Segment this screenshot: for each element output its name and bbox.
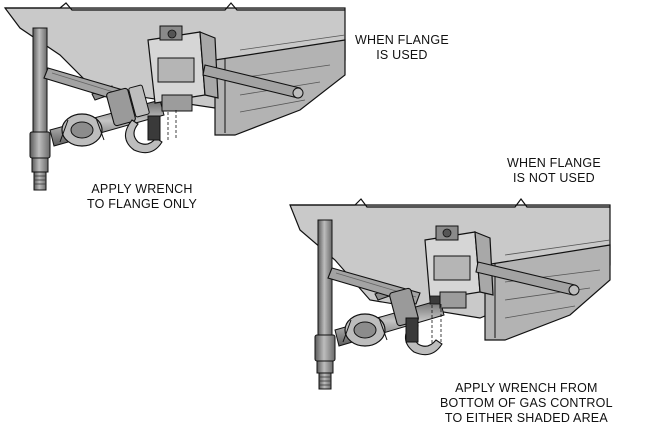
flange-shaded-area	[147, 115, 161, 141]
manual-shutoff-valve-2	[342, 285, 399, 347]
gas-control-valve	[147, 25, 219, 112]
pipe-wrench-right-2	[475, 261, 580, 296]
pipe-flange	[106, 84, 150, 127]
manual-shutoff-valve	[59, 85, 116, 147]
vertical-gas-pipe-2	[317, 219, 333, 341]
label-when-flange-not-used: WHEN FLANGE IS NOT USED	[507, 156, 601, 185]
flange-wrench-jaws	[124, 110, 177, 154]
label-apply-wrench-control: APPLY WRENCH FROM BOTTOM OF GAS CONTROL …	[440, 381, 613, 425]
label-apply-wrench-flange: APPLY WRENCH TO FLANGE ONLY	[87, 182, 198, 211]
control-shaded-area-bottom	[405, 317, 419, 343]
pipe-wrench-right	[202, 64, 304, 99]
vertical-gas-pipe	[32, 27, 48, 139]
gas-control-valve-2	[424, 225, 494, 309]
gas-control-wrench-jaws	[404, 304, 443, 356]
flange-not-used-illustration	[289, 198, 611, 390]
label-when-flange-used: WHEN FLANGE IS USED	[355, 33, 449, 62]
flange-used-illustration	[3, 2, 346, 191]
